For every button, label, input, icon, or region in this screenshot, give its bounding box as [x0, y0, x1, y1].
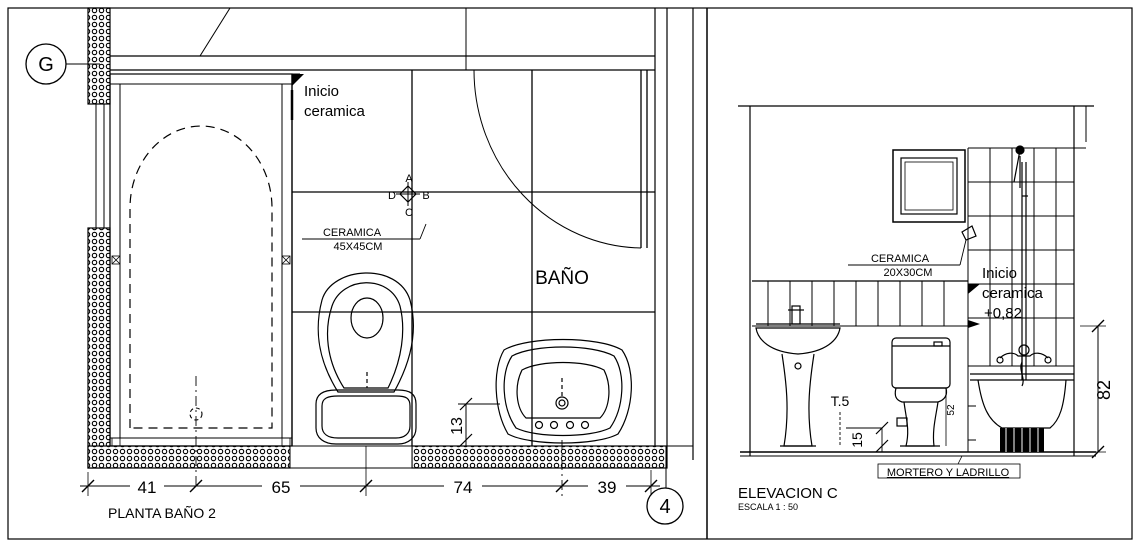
section-marker: A B C D: [388, 173, 430, 219]
marker-b: B: [422, 190, 429, 202]
bathtub-elevation: [970, 344, 1074, 429]
sheet-border: [7, 7, 1133, 540]
bathtub-outer: [109, 73, 293, 447]
dim-39: 39: [598, 478, 617, 497]
room-name: BAÑO: [535, 267, 589, 289]
dim-13: 13: [449, 417, 466, 435]
pedestal-sink: [755, 305, 841, 447]
grid-label-g: G: [38, 54, 54, 76]
inicio-marker-plan: [292, 74, 304, 86]
ceramica-label-plan: CERAMICA: [323, 227, 382, 239]
ceramica-label-elev: CERAMICA: [871, 253, 930, 265]
door-threshold: [289, 445, 413, 469]
bottom-wall-right: [411, 445, 668, 469]
elevation-scale: ESCALA 1 : 50: [738, 502, 798, 512]
marker-c: C: [405, 207, 413, 219]
left-wall-upper: [87, 7, 111, 105]
inicio-label-elev-2: ceramica: [982, 285, 1044, 302]
t5-label: T.5: [831, 393, 850, 409]
grid-label-4: 4: [659, 496, 670, 518]
marker-d: D: [388, 190, 396, 202]
elevation-c: CERAMICA 20X30CM Inicio ceramica +0,82: [738, 105, 1114, 512]
door-swing: [473, 69, 642, 249]
grid-bubble-4: [646, 487, 684, 525]
ceramica-size-elev: 20X30CM: [884, 267, 933, 279]
toilet-elevation: [891, 337, 951, 447]
sink-plan: [495, 338, 632, 444]
plan-title: PLANTA BAÑO 2: [108, 505, 216, 521]
dim-41: 41: [138, 478, 157, 497]
elevation-title: ELEVACION C: [738, 485, 838, 502]
dim-52: 52: [946, 404, 957, 416]
ceramica-size-plan: 45X45CM: [334, 241, 383, 253]
left-wall-lower: [87, 227, 111, 469]
wall-tiles: [752, 147, 1086, 452]
toilet-plan: [315, 272, 417, 445]
inicio-label-plan-2: ceramica: [304, 103, 366, 120]
dim-15: 15: [849, 432, 865, 448]
bathtub-basin: [129, 125, 273, 429]
dim-74: 74: [454, 478, 473, 497]
dim-65: 65: [272, 478, 291, 497]
bathtub-rim: [119, 83, 283, 439]
dim-82: 82: [1094, 380, 1114, 400]
shower: [961, 145, 1028, 380]
floor-plan: G: [25, 7, 694, 525]
bottom-wall-left: [87, 445, 291, 469]
mortero-label: MORTERO Y LADRILLO: [887, 467, 1010, 479]
inicio-label-elev-3: +0,82: [984, 305, 1022, 322]
window: [892, 149, 966, 223]
inicio-label-elev: Inicio: [982, 265, 1017, 282]
marker-a: A: [405, 173, 413, 185]
inicio-label-plan: Inicio: [304, 83, 339, 100]
tile-grid: [291, 70, 655, 446]
plan-dimension-line: [80, 446, 660, 496]
